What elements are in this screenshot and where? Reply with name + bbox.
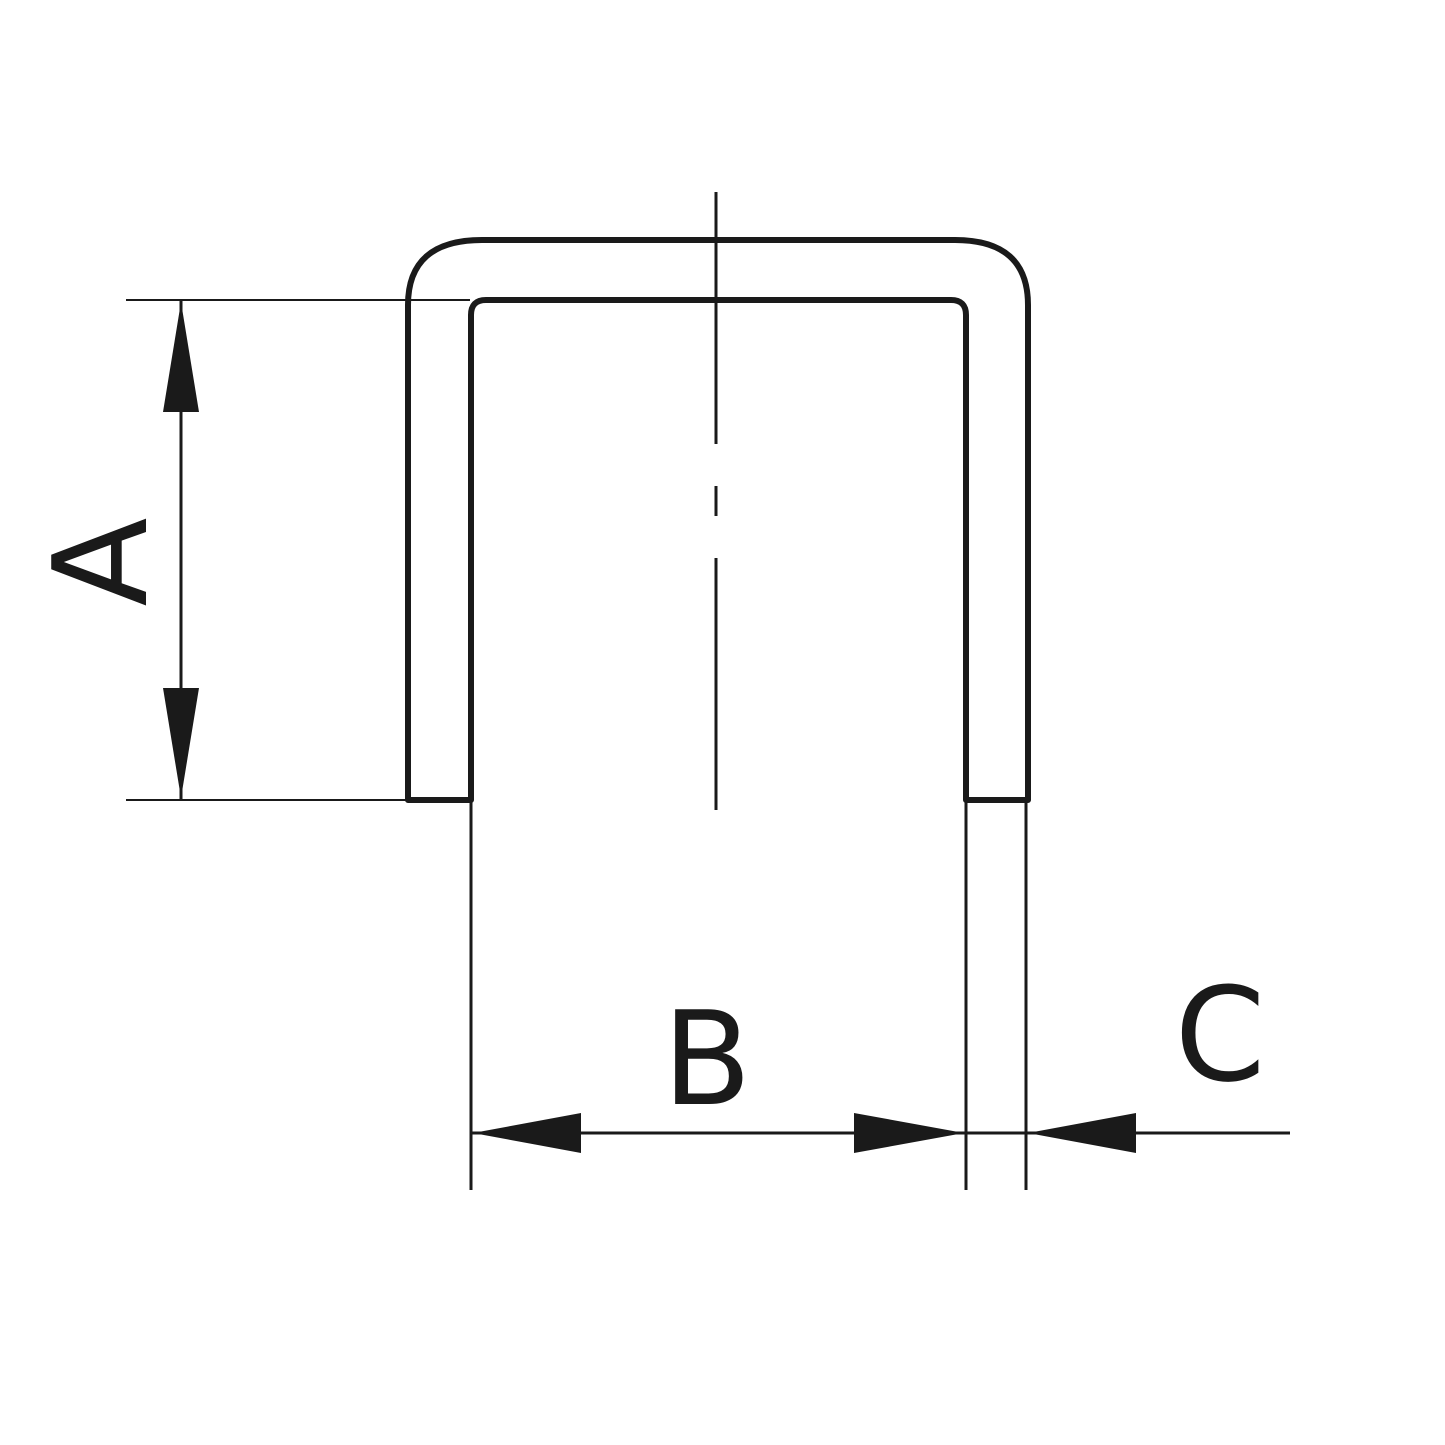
dimension-label-c: C xyxy=(1175,959,1266,1111)
arrowhead-b-left xyxy=(473,1113,581,1153)
arrowhead-a-top xyxy=(163,302,199,412)
bracket-profile xyxy=(405,237,1031,803)
arrowhead-b-right xyxy=(854,1113,964,1153)
dimension-label-a: A xyxy=(25,518,177,607)
dimension-label-b: B xyxy=(662,983,751,1135)
arrowhead-c xyxy=(1028,1113,1136,1153)
arrowhead-a-bottom xyxy=(163,688,199,798)
